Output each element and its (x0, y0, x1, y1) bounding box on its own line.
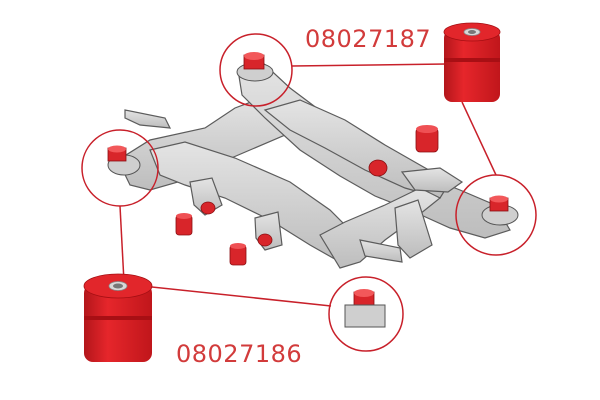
inner-bushing-2 (257, 233, 273, 247)
callout-circle-bottom (328, 276, 404, 352)
loose-bushing-3 (415, 125, 439, 153)
loose-bushing-1 (175, 213, 193, 236)
subframe-bracket-rear (400, 167, 464, 193)
part-number-top: 08027187 (305, 25, 432, 53)
callout-circle-top (219, 33, 293, 107)
loose-bushing-2 (229, 243, 247, 266)
connector-bottom (123, 283, 332, 307)
bushing-large-top (443, 22, 501, 102)
subframe-bracket-right (394, 199, 433, 259)
subframe-tab-right (359, 239, 403, 263)
connector-left (119, 205, 125, 283)
subframe-mounts (107, 52, 519, 328)
connector-top-right (461, 101, 497, 176)
inner-bushing-3 (368, 159, 388, 177)
connector-top (291, 63, 447, 67)
inner-bushing-1 (200, 201, 216, 215)
subframe-tab-left (124, 109, 172, 129)
callouts (81, 33, 537, 352)
part-number-bottom: 08027186 (176, 340, 303, 368)
bushing-large-bottom (83, 273, 153, 362)
